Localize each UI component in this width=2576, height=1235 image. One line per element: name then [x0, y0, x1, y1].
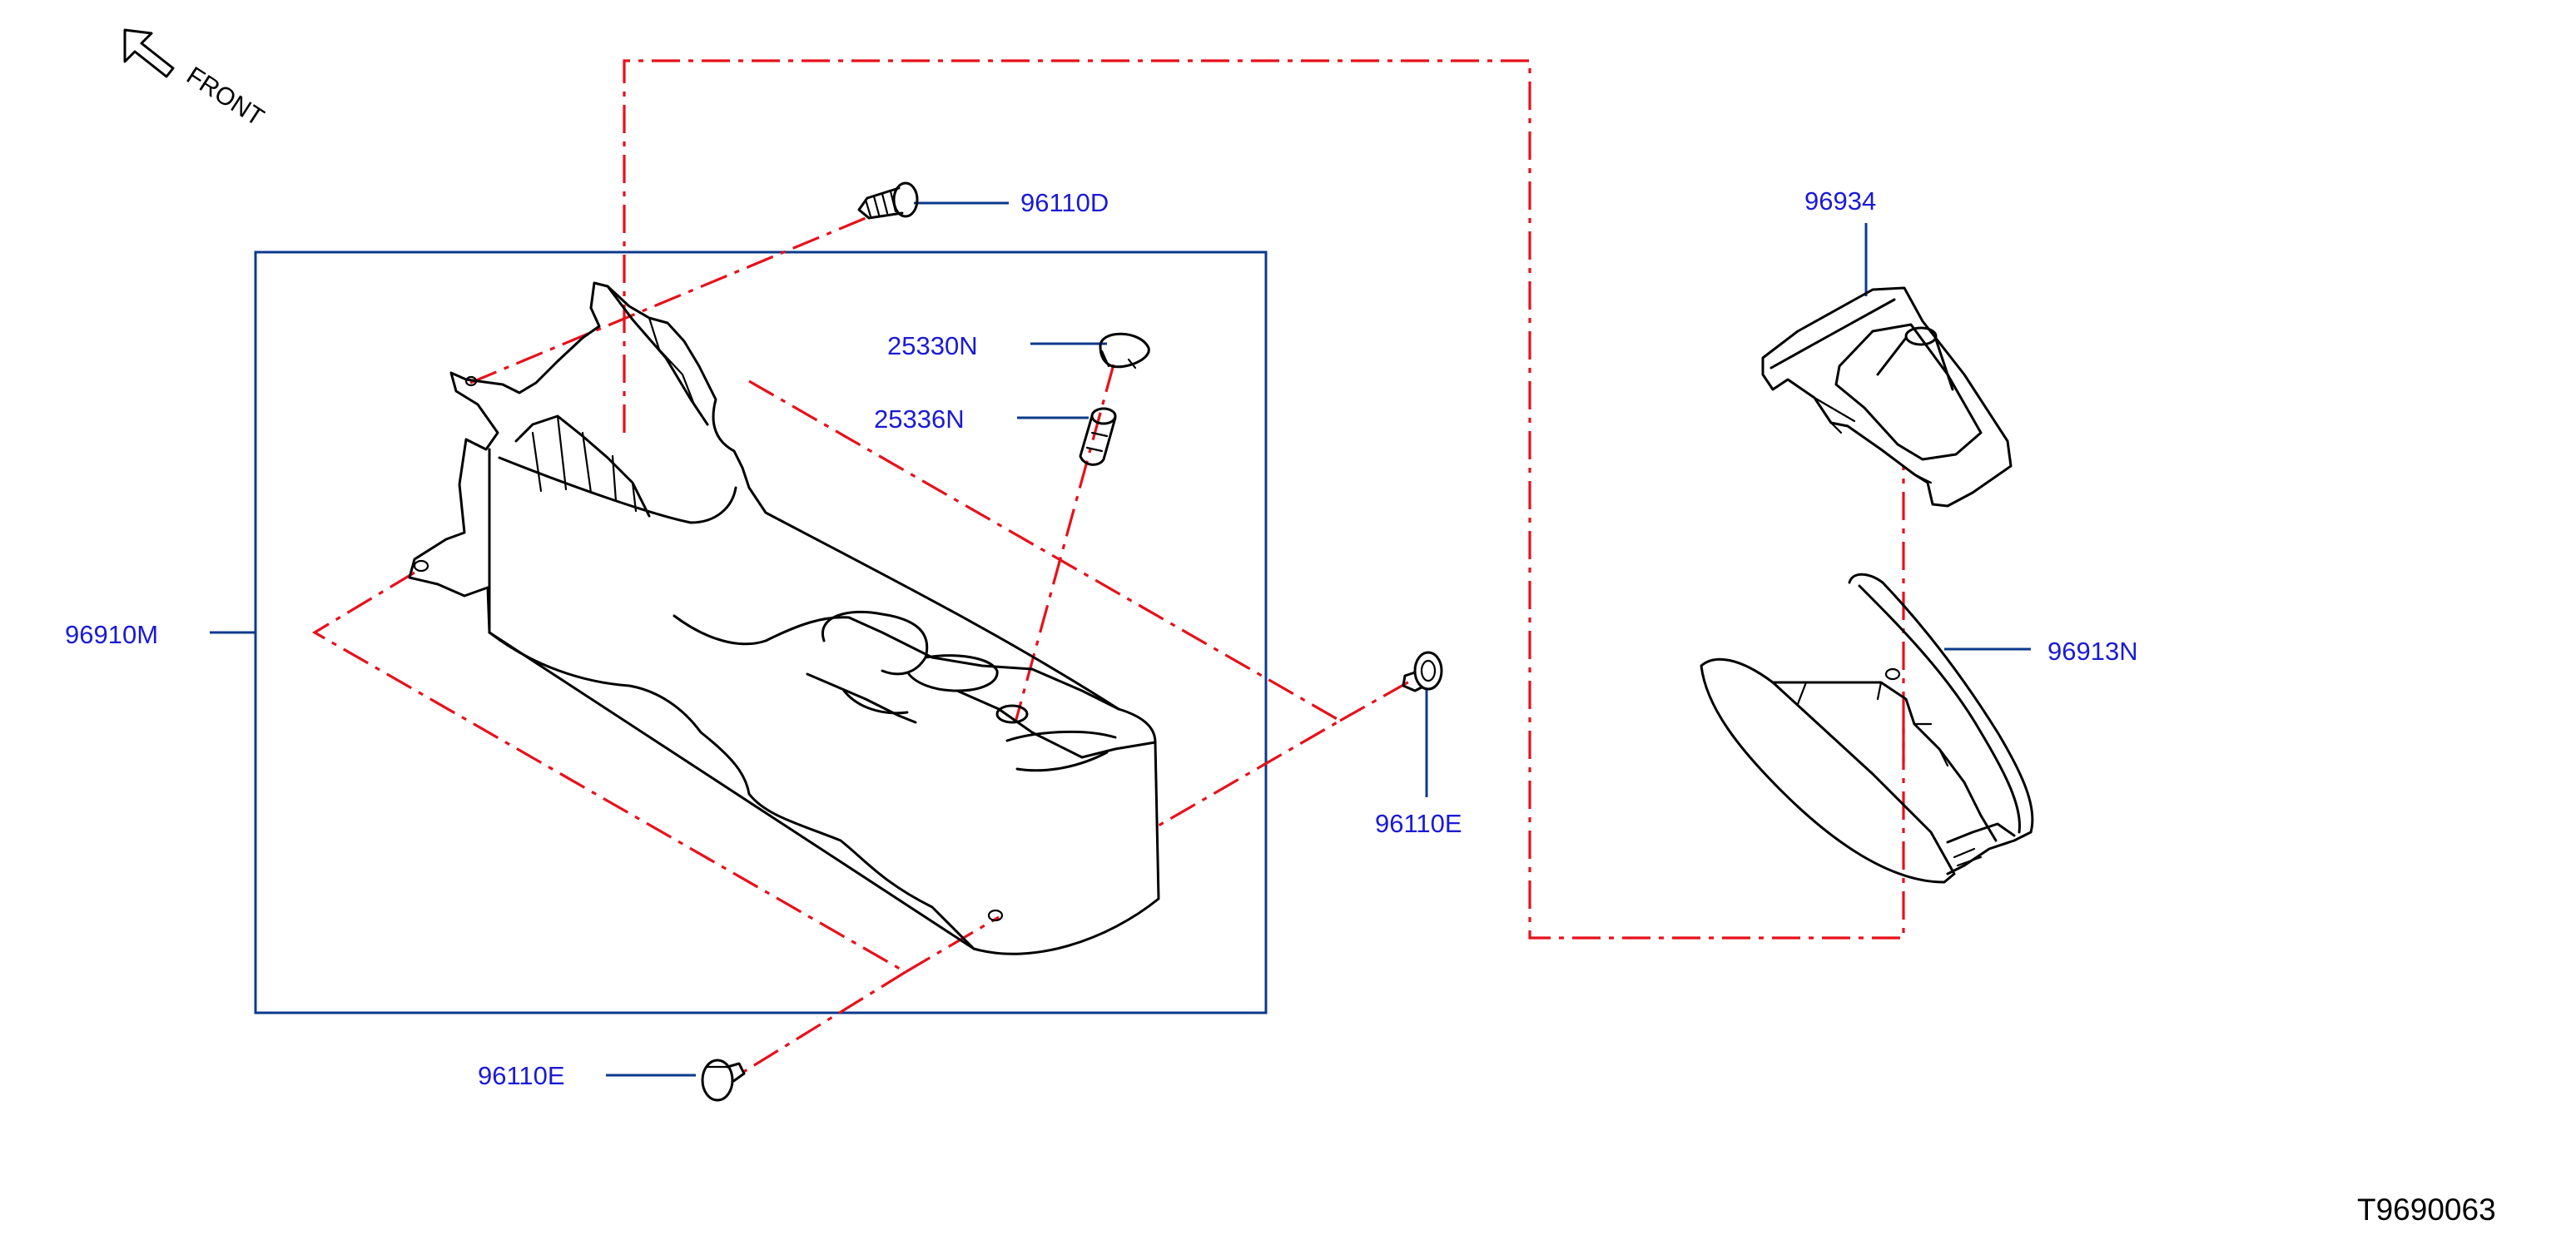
assembly-dash-lines [311, 59, 1905, 1075]
callout-96110e-bottom: 96110E [478, 1061, 565, 1090]
socket-25336n [1079, 407, 1117, 466]
armrest-96913n [1700, 573, 2034, 884]
clip-96110e-bottom [701, 1059, 746, 1102]
screw-96110d [857, 181, 919, 220]
center-console-96910m [408, 281, 1160, 955]
callout-96110e-right: 96110E [1375, 809, 1462, 838]
leader-lines [210, 201, 2031, 1077]
callout-96110d: 96110D [1020, 188, 1109, 217]
front-arrow-icon [123, 28, 175, 78]
plug-25330n [1099, 332, 1150, 370]
callout-96913n: 96913N [2047, 637, 2138, 666]
clip-96110e-right [1402, 651, 1443, 692]
shift-finisher-96934 [1761, 286, 2013, 508]
callout-96934: 96934 [1804, 186, 1876, 216]
diagram-id: T9690063 [2357, 1193, 2496, 1227]
front-label: FRONT [181, 62, 269, 131]
callout-96910m: 96910M [65, 620, 158, 649]
callout-25336n: 25336N [874, 404, 965, 434]
callout-25330n: 25330N [887, 331, 978, 360]
